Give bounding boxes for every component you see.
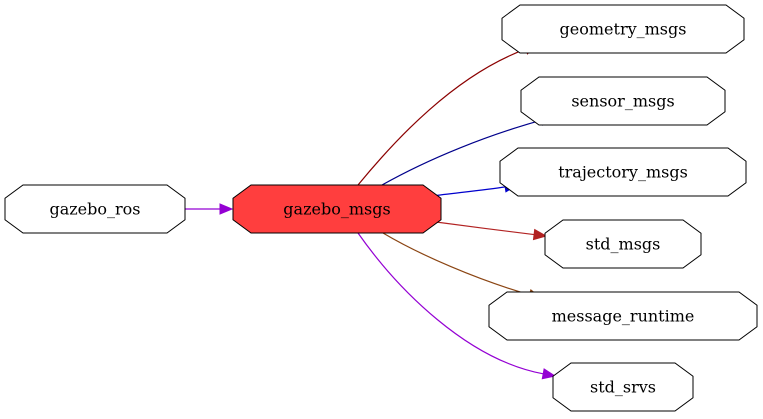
- node-gazebo_msgs[interactable]: gazebo_msgs: [232, 184, 442, 234]
- arrowhead-icon: [541, 368, 557, 380]
- edge-line: [357, 48, 526, 186]
- node-std_srvs[interactable]: std_srvs: [552, 362, 694, 412]
- node-label: gazebo_msgs: [283, 200, 390, 219]
- octagon-node-shape: [552, 362, 694, 412]
- edge-line: [381, 119, 542, 186]
- octagon-node-shape: [488, 291, 758, 341]
- arrowhead-icon: [532, 228, 548, 241]
- octagon-node-shape: [520, 76, 726, 126]
- octagon-node-shape: [501, 4, 745, 54]
- edge-gazebo_ros-to-gazebo_msgs: [185, 203, 234, 215]
- node-label: message_runtime: [552, 307, 695, 326]
- node-label: gazebo_ros: [49, 200, 140, 219]
- node-geometry_msgs[interactable]: geometry_msgs: [501, 4, 745, 54]
- node-trajectory_msgs[interactable]: trajectory_msgs: [499, 147, 747, 197]
- nodes-layer: gazebo_ros gazebo_msgs geometry_msgssensor…: [4, 4, 758, 412]
- node-sensor_msgs[interactable]: sensor_msgs: [520, 76, 726, 126]
- octagon-node-shape: [544, 219, 702, 269]
- octagon-node-shape: [232, 184, 442, 234]
- node-label: trajectory_msgs: [558, 163, 688, 182]
- node-label: geometry_msgs: [560, 20, 687, 39]
- arrowhead-icon: [219, 203, 234, 215]
- edge-gazebo_msgs-to-std_msgs: [435, 221, 548, 241]
- node-label: sensor_msgs: [571, 92, 674, 111]
- node-label: std_srvs: [590, 378, 656, 397]
- edge-line: [382, 232, 530, 296]
- node-std_msgs[interactable]: std_msgs: [544, 219, 702, 269]
- node-message_runtime[interactable]: message_runtime: [488, 291, 758, 341]
- edge-line: [435, 221, 535, 236]
- octagon-node-shape: [499, 147, 747, 197]
- edge-line: [357, 232, 544, 375]
- octagon-node-shape: [4, 184, 186, 234]
- edge-gazebo_msgs-to-message_runtime: [382, 232, 543, 301]
- node-label: std_msgs: [586, 235, 661, 254]
- edge-line: [431, 186, 506, 197]
- node-gazebo_ros[interactable]: gazebo_ros: [4, 184, 186, 234]
- edge-gazebo_msgs-to-std_srvs: [357, 232, 557, 380]
